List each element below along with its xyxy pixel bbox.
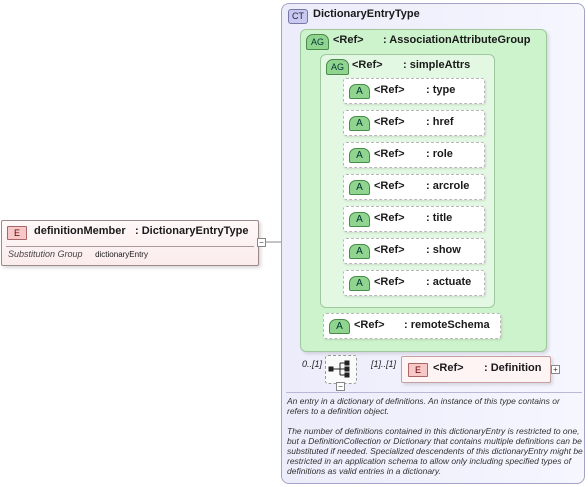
attribute-name: : arcrole <box>426 180 470 192</box>
attribute-badge: A <box>349 276 370 291</box>
attribute-arcrole[interactable]: A <Ref> : arcrole <box>343 174 485 200</box>
attribute-name: : role <box>426 148 453 160</box>
attribute-show[interactable]: A <Ref> : show <box>343 238 485 264</box>
definition-ref: <Ref> <box>433 362 464 374</box>
simple-attrs-badge: AG <box>326 59 349 75</box>
attribute-name: : type <box>426 84 456 96</box>
collapse-icon[interactable]: − <box>257 238 266 247</box>
attribute-href[interactable]: A <Ref> : href <box>343 110 485 136</box>
expand-definition-icon[interactable]: + <box>551 365 560 374</box>
attribute-ref: <Ref> <box>374 148 405 160</box>
attribute-ref: <Ref> <box>374 244 405 256</box>
attribute-ref: <Ref> <box>374 180 405 192</box>
sequence-compositor[interactable] <box>325 355 357 384</box>
attribute-name: : href <box>426 116 454 128</box>
attribute-group-ref: <Ref> <box>333 34 364 46</box>
definition-element[interactable]: E <Ref> : Definition <box>401 356 551 383</box>
documentation-paragraph: An entry in a dictionary of definitions.… <box>287 396 560 416</box>
attribute-badge: A <box>349 116 370 131</box>
attribute-name: : actuate <box>426 276 472 288</box>
sequence-collapse-icon[interactable]: − <box>336 382 345 391</box>
attribute-badge: A <box>349 212 370 227</box>
attribute-ref: <Ref> <box>374 116 405 128</box>
attribute-ref: <Ref> <box>374 84 405 96</box>
attribute-ref: <Ref> <box>374 276 405 288</box>
element-type: : DictionaryEntryType <box>135 225 249 237</box>
definition-name: : Definition <box>484 362 542 374</box>
attribute-title[interactable]: A <Ref> : title <box>343 206 485 232</box>
attribute-group-name: : AssociationAttributeGroup <box>383 34 531 46</box>
documentation-paragraph: The number of definitions contained in t… <box>287 426 583 476</box>
element-divider <box>6 246 254 247</box>
attribute-badge: A <box>349 244 370 259</box>
definition-member-element[interactable]: E definitionMember : DictionaryEntryType… <box>1 220 259 266</box>
attribute-badge: A <box>349 180 370 195</box>
attribute-badge: A <box>349 148 370 163</box>
complex-type-badge: CT <box>288 9 308 24</box>
attribute-role[interactable]: A <Ref> : role <box>343 142 485 168</box>
attribute-badge: A <box>329 319 350 334</box>
sequence-occurs: 0..[1] <box>302 359 323 369</box>
complex-type-name: DictionaryEntryType <box>313 8 420 20</box>
attribute-actuate[interactable]: A <Ref> : actuate <box>343 270 485 296</box>
attribute-badge: A <box>349 84 370 99</box>
substitution-group-label: Substitution Group <box>8 249 83 259</box>
attribute-name: : title <box>426 212 453 224</box>
attribute-ref: <Ref> <box>374 212 405 224</box>
simple-attrs-name: : simpleAttrs <box>403 59 471 71</box>
simple-attrs-ref: <Ref> <box>352 59 383 71</box>
attribute-type[interactable]: A <Ref> : type <box>343 78 485 104</box>
attribute-name: : show <box>426 244 461 256</box>
definition-occurs: [1]..[1] <box>371 359 397 369</box>
element-name: definitionMember <box>34 225 126 237</box>
documentation-divider <box>286 392 582 393</box>
attribute-name: : remoteSchema <box>404 319 490 331</box>
substitution-group-value: dictionaryEntry <box>95 250 148 259</box>
attribute-ref: <Ref> <box>354 319 385 331</box>
documentation: An entry in a dictionary of definitions.… <box>287 396 583 486</box>
attribute-group-badge: AG <box>306 34 329 50</box>
element-badge: E <box>7 226 27 240</box>
attribute-remote-schema[interactable]: A <Ref> : remoteSchema <box>323 313 501 339</box>
definition-badge: E <box>408 363 428 377</box>
sequence-icon <box>328 360 350 378</box>
